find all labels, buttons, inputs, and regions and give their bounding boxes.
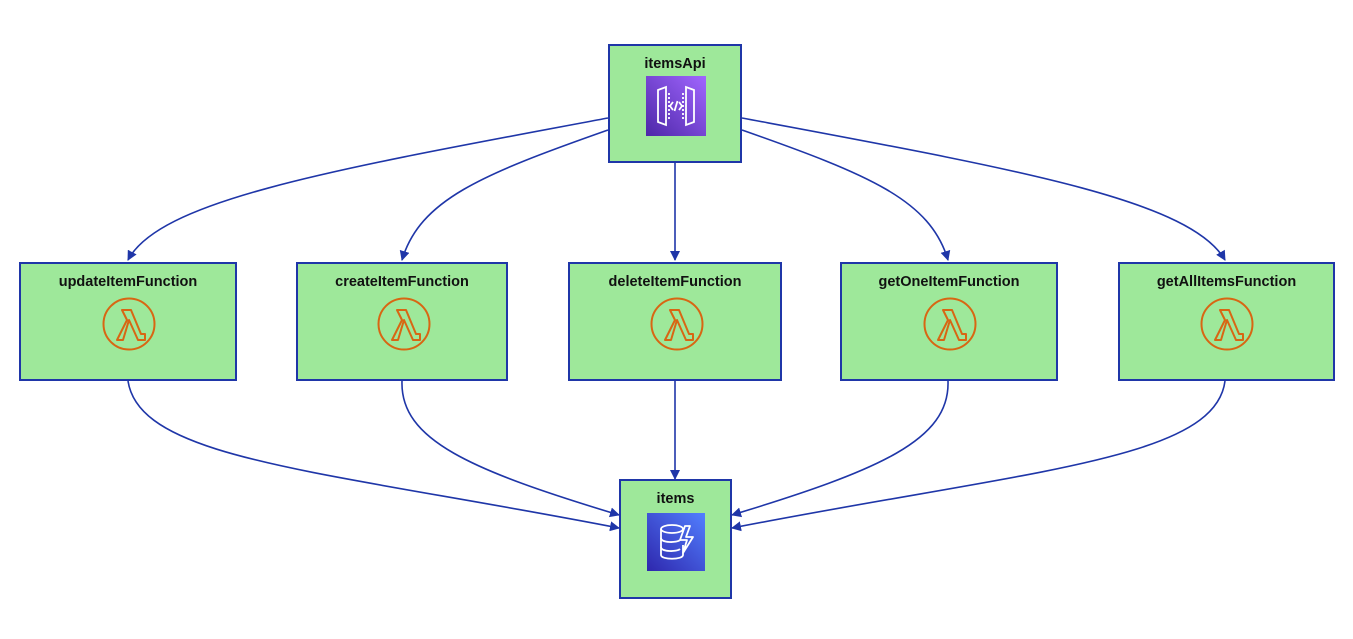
create-item-function-node[interactable]: createItemFunction [296,262,508,381]
edge-api-to-getone [741,129,951,261]
get-all-items-function-node[interactable]: getAllItemsFunction [1118,262,1335,381]
items-table-label: items [656,491,695,507]
api-node-label: itemsApi [644,56,706,72]
dynamodb-icon [647,513,705,571]
update-item-function-node[interactable]: updateItemFunction [19,262,237,381]
edge-create-to-items [401,380,620,518]
lambda-icon [1199,296,1255,352]
lambda-icon [649,296,705,352]
edge-getall-to-items [731,380,1226,532]
delete-item-function-node[interactable]: deleteItemFunction [568,262,782,381]
delete-item-function-label: deleteItemFunction [608,274,742,290]
edge-update-to-items [127,380,620,532]
edge-api-to-getall [741,117,1226,261]
edge-api-to-update [127,117,609,261]
get-one-item-function-node[interactable]: getOneItemFunction [840,262,1058,381]
lambda-icon [101,296,157,352]
lambda-icon [376,296,432,352]
get-one-item-function-label: getOneItemFunction [878,274,1020,290]
get-all-items-function-label: getAllItemsFunction [1156,274,1297,290]
edge-getone-to-items [731,380,949,518]
lambda-icon [922,296,978,352]
items-table-node[interactable]: items [619,479,732,599]
edge-api-to-create [399,129,609,261]
api-node[interactable]: itemsApi [608,44,742,163]
create-item-function-label: createItemFunction [335,274,469,290]
update-item-function-label: updateItemFunction [58,274,198,290]
api-gateway-icon [646,76,706,136]
